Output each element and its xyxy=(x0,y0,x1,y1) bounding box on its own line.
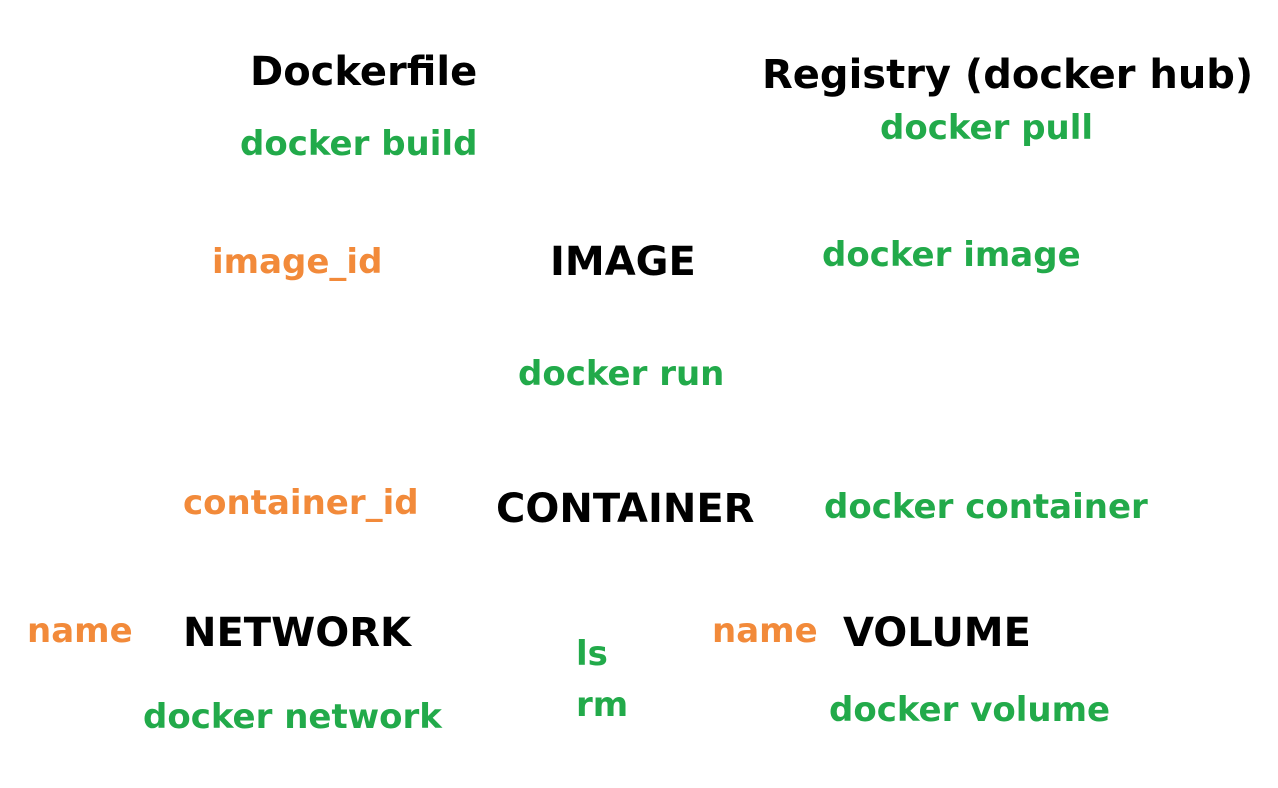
docker-container-command: docker container xyxy=(824,487,1148,527)
docker-volume-command: docker volume xyxy=(829,690,1111,730)
container-identifier-label: container_id xyxy=(183,483,419,523)
network-title: NETWORK xyxy=(183,610,412,656)
docker-run-command: docker run xyxy=(518,354,725,394)
network-identifier-label: name xyxy=(27,611,133,651)
image-identifier-label: image_id xyxy=(212,242,383,282)
volume-identifier-label: name xyxy=(712,611,818,651)
docker-image-command: docker image xyxy=(822,235,1081,275)
image-title: IMAGE xyxy=(550,239,696,285)
docker-pull-command: docker pull xyxy=(880,108,1094,148)
dockerfile-label: Dockerfile xyxy=(250,49,478,95)
subcommand-rm: rm xyxy=(576,685,629,725)
docker-build-command: docker build xyxy=(240,124,478,164)
docker-network-command: docker network xyxy=(143,697,442,737)
volume-title: VOLUME xyxy=(843,610,1031,656)
subcommand-ls: ls xyxy=(576,634,608,674)
container-title: CONTAINER xyxy=(496,486,755,532)
registry-label: Registry (docker hub) xyxy=(762,52,1254,98)
